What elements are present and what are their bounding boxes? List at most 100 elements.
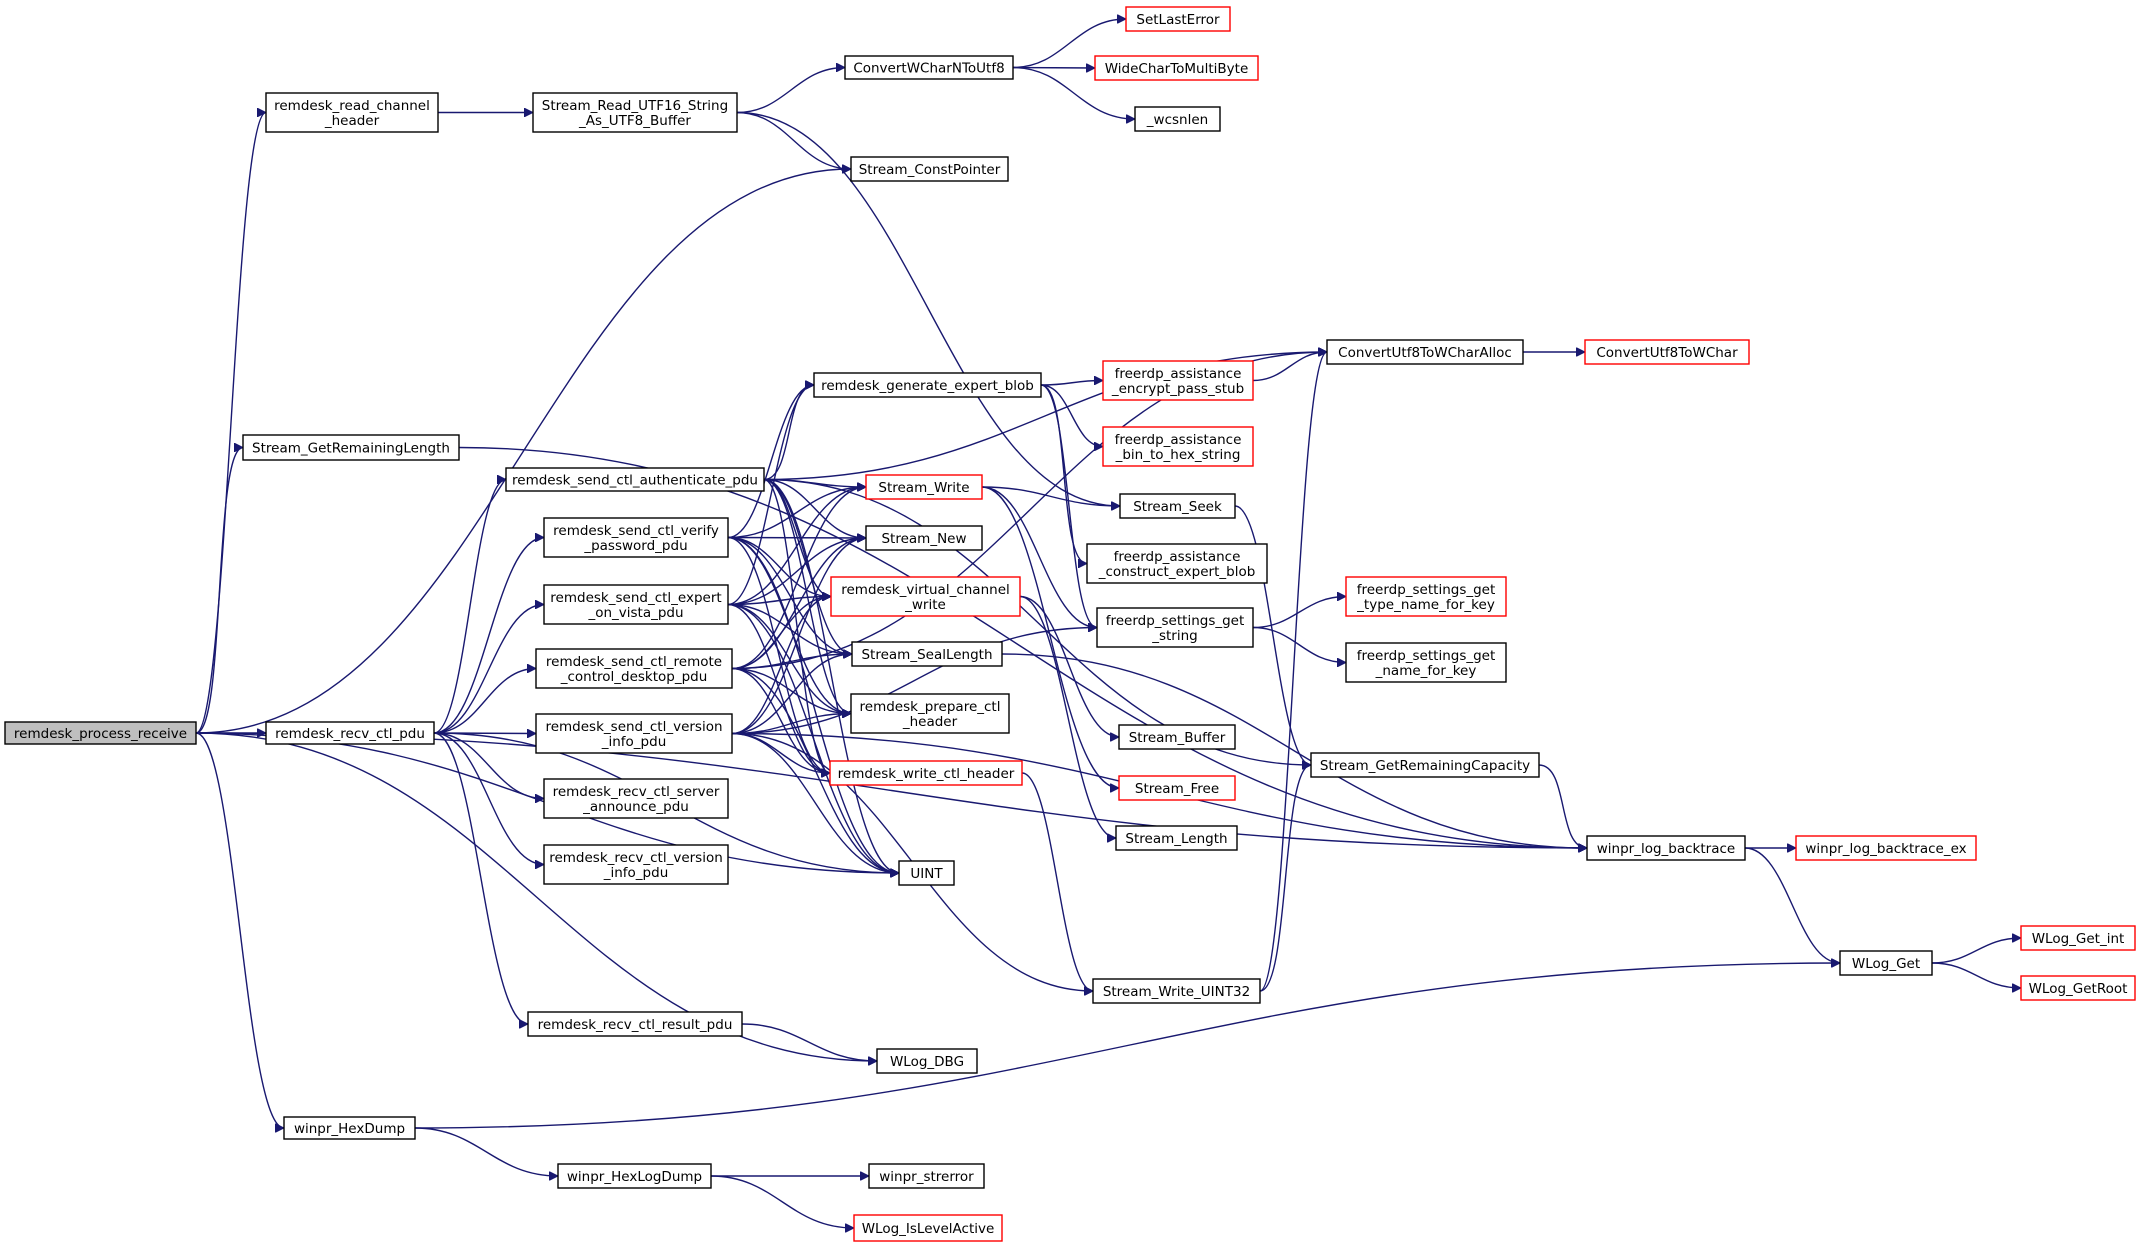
node-remdesk-recv-ctl-version-info-pdu[interactable]: remdesk_recv_ctl_version_info_pdu xyxy=(543,844,729,885)
edge-winpr-log-backtrace-to-wlog-get xyxy=(1744,847,1840,963)
node-box xyxy=(535,713,733,754)
node-remdesk-generate-expert-blob[interactable]: remdesk_generate_expert_blob xyxy=(813,372,1042,398)
node-stream-read-utf16-string-as-utf8-buffer[interactable]: Stream_Read_UTF16_String_As_UTF8_Buffer xyxy=(532,92,738,133)
node-winpr-strerror[interactable]: winpr_strerror xyxy=(868,1163,985,1189)
node-remdesk-send-ctl-version-info-pdu[interactable]: remdesk_send_ctl_version_info_pdu xyxy=(535,713,733,754)
node-label-line: _password_pdu xyxy=(583,538,687,554)
node-freerdp-settings-get-name-for-key[interactable]: freerdp_settings_get_name_for_key xyxy=(1345,642,1507,683)
node-label-line: remdesk_send_ctl_authenticate_pdu xyxy=(512,473,758,489)
node-box xyxy=(1115,825,1238,851)
node-label-line: remdesk_send_ctl_expert xyxy=(550,590,721,606)
edge-remdesk-send-ctl-version-info-pdu-to-uint xyxy=(731,732,899,874)
edge-remdesk-send-ctl-expert-on-vista-pdu-to-stream-seallength xyxy=(727,603,852,655)
node-stream-getremaininglength[interactable]: Stream_GetRemainingLength xyxy=(242,434,460,461)
edge-remdesk-process-receive-to-stream-getremaininglength xyxy=(195,448,244,734)
node-stream-length[interactable]: Stream_Length xyxy=(1115,825,1238,851)
node-box xyxy=(532,92,738,133)
node-wlog-get[interactable]: WLog_Get xyxy=(1839,950,1933,976)
node-uint[interactable]: UINT xyxy=(898,860,955,886)
node-winpr-log-backtrace[interactable]: winpr_log_backtrace xyxy=(1586,835,1746,861)
node-label-line: Stream_Write_UINT32 xyxy=(1103,984,1250,1000)
node-remdesk-read-channel-header[interactable]: remdesk_read_channel_header xyxy=(265,92,439,133)
node-remdesk-recv-ctl-server-announce-pdu[interactable]: remdesk_recv_ctl_server_announce_pdu xyxy=(543,778,729,819)
node-box xyxy=(1118,724,1236,750)
node-convertutf8towcharalloc[interactable]: ConvertUtf8ToWCharAlloc xyxy=(1326,339,1524,365)
node-label-line: freerdp_assistance xyxy=(1115,432,1242,448)
node-label-line: SetLastError xyxy=(1136,12,1220,28)
node-remdesk-send-ctl-expert-on-vista-pdu[interactable]: remdesk_send_ctl_expert_on_vista_pdu xyxy=(543,584,729,625)
node-winpr-hexdump[interactable]: winpr_HexDump xyxy=(283,1116,416,1140)
node-label-line: remdesk_virtual_channel xyxy=(841,582,1010,598)
edge-stream-write-to-freerdp-settings-get-string xyxy=(981,486,1097,628)
node-freerdp-assistance-encrypt-pass-stub[interactable]: freerdp_assistance_encrypt_pass_stub xyxy=(1102,360,1254,401)
node-box xyxy=(1094,55,1259,81)
node-remdesk-send-ctl-authenticate-pdu[interactable]: remdesk_send_ctl_authenticate_pdu xyxy=(505,467,765,492)
node-remdesk-send-ctl-verify-password-pdu[interactable]: remdesk_send_ctl_verify_password_pdu xyxy=(543,517,729,558)
node-freerdp-assistance-construct-expert-blob[interactable]: freerdp_assistance_construct_expert_blob xyxy=(1086,543,1268,584)
node-label-line: freerdp_assistance xyxy=(1115,366,1242,382)
node-stream-write[interactable]: Stream_Write xyxy=(865,474,983,500)
node-stream-seallength[interactable]: Stream_SealLength xyxy=(851,641,1003,667)
node-stream-free[interactable]: Stream_Free xyxy=(1118,775,1236,801)
edge-remdesk-generate-expert-blob-to-freerdp-assistance-encrypt-pass-stub xyxy=(1040,381,1103,386)
edge-remdesk-write-ctl-header-to-stream-write-uint32 xyxy=(1021,772,1094,991)
node-wlog-getroot[interactable]: WLog_GetRoot xyxy=(2020,975,2136,1001)
edge-remdesk-send-ctl-expert-on-vista-pdu-to-remdesk-write-ctl-header xyxy=(727,603,830,774)
node-winpr-hexlogdump[interactable]: winpr_HexLogDump xyxy=(557,1163,712,1189)
node-label-line: winpr_log_backtrace_ex xyxy=(1805,841,1966,857)
node-stream-write-uint32[interactable]: Stream_Write_UINT32 xyxy=(1092,978,1261,1004)
edge-remdesk-process-receive-to-remdesk-read-channel-header xyxy=(195,113,267,734)
edge-remdesk-recv-ctl-result-pdu-to-wlog-dbg xyxy=(741,1023,877,1061)
node-label-line: _string xyxy=(1151,628,1198,644)
edge-remdesk-send-ctl-expert-on-vista-pdu-to-remdesk-virtual-channel-write xyxy=(727,597,831,606)
node-setlasterror[interactable]: SetLastError xyxy=(1125,6,1231,32)
node-remdesk-write-ctl-header[interactable]: remdesk_write_ctl_header xyxy=(829,760,1023,786)
node-box xyxy=(1795,835,1977,861)
edge-remdesk-recv-ctl-pdu-to-remdesk-recv-ctl-result-pdu xyxy=(433,732,529,1024)
node-wlog-get-int[interactable]: WLog_Get_int xyxy=(2020,925,2136,951)
edge-wlog-get-to-wlog-get-int xyxy=(1931,938,2021,964)
node-stream-getremainingcapacity[interactable]: Stream_GetRemainingCapacity xyxy=(1310,752,1540,778)
node-remdesk-send-ctl-remote-control-desktop-pdu[interactable]: remdesk_send_ctl_remote_control_desktop_… xyxy=(535,648,733,689)
edge-remdesk-send-ctl-version-info-pdu-to-remdesk-virtual-channel-write xyxy=(731,597,831,735)
node-box xyxy=(813,372,1042,398)
node-wlog-islevelactive[interactable]: WLog_IsLevelActive xyxy=(853,1214,1003,1242)
node-convertutf8towchar[interactable]: ConvertUtf8ToWChar xyxy=(1584,339,1750,365)
node-wlog-dbg[interactable]: WLog_DBG xyxy=(876,1048,978,1074)
node-label-line: _encrypt_pass_stub xyxy=(1111,381,1244,397)
node-widechartomultibyte[interactable]: WideCharToMultiByte xyxy=(1094,55,1259,81)
edge-remdesk-recv-ctl-pdu-to-remdesk-send-ctl-authenticate-pdu xyxy=(433,480,507,734)
node-remdesk-prepare-ctl-header[interactable]: remdesk_prepare_ctl_header xyxy=(850,693,1010,734)
node-label-line: winpr_HexLogDump xyxy=(567,1169,702,1185)
node-winpr-log-backtrace-ex[interactable]: winpr_log_backtrace_ex xyxy=(1795,835,1977,861)
node-label-line: _info_pdu xyxy=(603,865,669,881)
node-label-line: _announce_pdu xyxy=(582,799,689,815)
node-label-line: UINT xyxy=(910,866,943,882)
node-freerdp-settings-get-type-name-for-key[interactable]: freerdp_settings_get_type_name_for_key xyxy=(1345,576,1507,617)
node-remdesk-recv-ctl-pdu[interactable]: remdesk_recv_ctl_pdu xyxy=(265,721,435,745)
edge-winpr-hexlogdump-to-wlog-islevelactive xyxy=(710,1175,854,1228)
edge-remdesk-send-ctl-expert-on-vista-pdu-to-stream-write xyxy=(727,487,866,606)
node-label-line: remdesk_prepare_ctl xyxy=(860,699,1001,715)
node-remdesk-process-receive[interactable]: remdesk_process_receive xyxy=(4,721,197,745)
edge-remdesk-send-ctl-authenticate-pdu-to-convertutf8towcharalloc xyxy=(763,352,1327,481)
node-label-line: ConvertUtf8ToWCharAlloc xyxy=(1338,345,1512,361)
node-remdesk-virtual-channel-write[interactable]: remdesk_virtual_channel_write xyxy=(830,576,1021,617)
node-box xyxy=(265,92,439,133)
node-stream-buffer[interactable]: Stream_Buffer xyxy=(1118,724,1236,750)
node-freerdp-assistance-bin-to-hex-string[interactable]: freerdp_assistance_bin_to_hex_string xyxy=(1102,426,1254,467)
edge-remdesk-send-ctl-version-info-pdu-to-freerdp-settings-get-string xyxy=(731,628,1097,735)
node-stream-constpointer[interactable]: Stream_ConstPointer xyxy=(850,156,1009,182)
node-box xyxy=(1345,642,1507,683)
node-label-line: ConvertWCharNToUtf8 xyxy=(853,61,1004,77)
node-remdesk-recv-ctl-result-pdu[interactable]: remdesk_recv_ctl_result_pdu xyxy=(527,1011,743,1037)
edge-remdesk-process-receive-to-stream-constpointer xyxy=(195,169,851,734)
node-freerdp-settings-get-string[interactable]: freerdp_settings_get_string xyxy=(1096,607,1254,648)
node-stream-seek[interactable]: Stream_Seek xyxy=(1119,493,1236,519)
node-label-line: winpr_HexDump xyxy=(294,1121,405,1137)
node-wcsnlen[interactable]: _wcsnlen xyxy=(1134,106,1221,132)
node-convertwcharntoutf8[interactable]: ConvertWCharNToUtf8 xyxy=(844,55,1014,80)
node-stream-new[interactable]: Stream_New xyxy=(865,525,983,551)
edge-remdesk-virtual-channel-write-to-stream-length xyxy=(1019,595,1117,839)
